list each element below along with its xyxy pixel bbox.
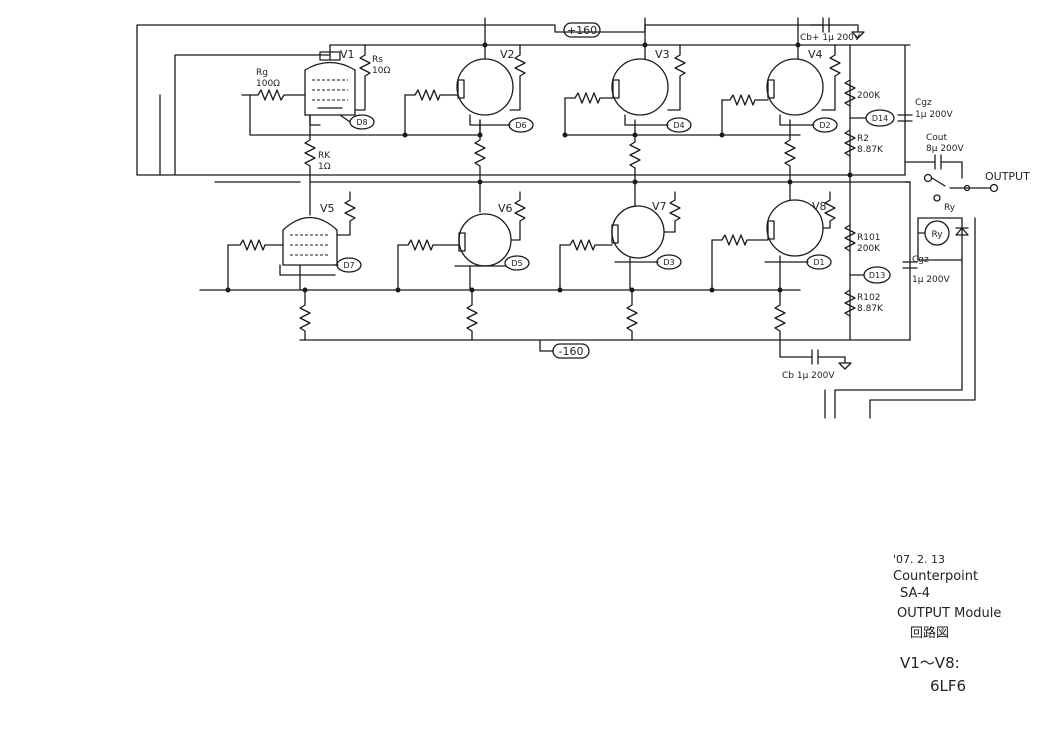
tube-v7-label: V7 xyxy=(652,200,667,213)
tube-v4: V4 xyxy=(766,44,824,116)
cb-bottom-label: Cb 1μ 200V xyxy=(782,371,835,381)
minus160-label: -160 xyxy=(559,345,584,358)
note-product: SA-4 xyxy=(900,586,930,601)
tube-v6: V6 xyxy=(458,202,513,267)
cb-top-label: Cb+ 1μ 200V xyxy=(800,33,861,43)
tube-v4-label: V4 xyxy=(808,48,823,61)
svg-text:D14: D14 xyxy=(872,114,888,123)
svg-text:D8: D8 xyxy=(356,118,367,127)
svg-text:1μ 200V: 1μ 200V xyxy=(915,110,953,120)
rk-name: RK xyxy=(318,151,331,161)
diode-d4: D4 xyxy=(659,117,692,133)
svg-text:D6: D6 xyxy=(515,121,526,130)
tube-v5-label: V5 xyxy=(320,202,335,215)
svg-text:Cgz: Cgz xyxy=(912,255,929,265)
cout-capacitor: Cout 8μ 200V xyxy=(904,133,964,179)
svg-text:D1: D1 xyxy=(813,258,824,267)
output-label: OUTPUT xyxy=(985,170,1030,183)
rs-name: Rs xyxy=(372,55,383,65)
diode-d7: D7 xyxy=(334,257,362,273)
diode-d8: D8 xyxy=(339,114,375,130)
tube-v2-label: V2 xyxy=(500,48,515,61)
cb-bottom-capacitor: Cb 1μ 200V xyxy=(779,339,852,381)
rg-value: 100Ω xyxy=(256,79,280,89)
svg-text:8μ 200V: 8μ 200V xyxy=(926,144,964,154)
tube-v8-label: V8 xyxy=(812,200,827,213)
svg-text:D7: D7 xyxy=(343,261,354,270)
tube-v6-label: V6 xyxy=(498,202,513,215)
svg-text:Cgz: Cgz xyxy=(915,98,932,108)
svg-text:Ry: Ry xyxy=(944,203,956,213)
divider-top: D14 200K R2 8.87K xyxy=(844,79,895,157)
tube-v3: V3 xyxy=(611,44,670,116)
minus160-tag: -160 xyxy=(539,339,590,359)
tube-v5: V5 xyxy=(282,202,338,266)
output-bus xyxy=(136,44,911,341)
diode-d3: D3 xyxy=(649,254,682,270)
diode-d2: D2 xyxy=(809,117,838,133)
r101-name: R101 xyxy=(857,233,880,243)
r102-value: 8.87K xyxy=(857,304,884,314)
svg-text:D4: D4 xyxy=(673,121,684,130)
positive-rail xyxy=(136,17,911,176)
svg-text:Cout: Cout xyxy=(926,133,947,143)
cgz-bottom-capacitor: Cgz 1μ 200V xyxy=(902,255,950,285)
svg-text:D3: D3 xyxy=(663,258,674,267)
r2-value: 8.87K xyxy=(857,145,884,155)
cb-top-capacitor: Cb+ 1μ 200V xyxy=(800,17,865,43)
note-date: '07. 2. 13 xyxy=(893,553,945,566)
top-row-wiring xyxy=(241,42,841,206)
tube-v3-label: V3 xyxy=(655,48,670,61)
svg-text:1μ 200V: 1μ 200V xyxy=(912,275,950,285)
tube-v8: V8 xyxy=(766,199,827,257)
note-tube-type: 6LF6 xyxy=(930,677,966,695)
svg-text:D5: D5 xyxy=(511,259,522,268)
diode-d5: D5 xyxy=(499,255,530,271)
tube-v2: V2 xyxy=(456,44,515,116)
note-model: Counterpoint xyxy=(893,569,978,584)
note-tubes-range: V1～V8: xyxy=(900,654,960,672)
svg-text:D13: D13 xyxy=(869,271,885,280)
r1-label: 200K xyxy=(857,91,881,101)
plus160-label: +160 xyxy=(567,24,597,37)
note-title: 回路図 xyxy=(910,625,949,641)
diode-d6: D6 xyxy=(499,117,534,133)
rg-name: Rg xyxy=(256,68,268,78)
rk-value: 1Ω xyxy=(318,162,331,172)
bottom-row-wiring xyxy=(225,181,836,341)
svg-text:D2: D2 xyxy=(819,121,830,130)
divider-bottom: D13 R101 200K R102 8.87K xyxy=(844,224,891,317)
tube-v1: V1 xyxy=(304,44,356,116)
tube-v1-label: V1 xyxy=(340,48,355,61)
diode-d1: D1 xyxy=(799,254,832,270)
tube-v7: V7 xyxy=(611,200,667,259)
notes-block: '07. 2. 13 Counterpoint SA-4 OUTPUT Modu… xyxy=(893,553,1001,695)
r2-name: R2 xyxy=(857,134,869,144)
note-module: OUTPUT Module xyxy=(897,606,1001,621)
cgz-top-capacitor: Cgz 1μ 200V xyxy=(897,98,953,122)
rs-value: 10Ω xyxy=(372,66,390,76)
r102-name: R102 xyxy=(857,293,880,303)
relay-ry: Ry Ry xyxy=(824,194,976,419)
output-terminal: OUTPUT xyxy=(923,170,1030,193)
plus160-tag: +160 xyxy=(563,22,601,38)
svg-text:Ry: Ry xyxy=(931,230,943,240)
r101-value: 200K xyxy=(857,244,881,254)
